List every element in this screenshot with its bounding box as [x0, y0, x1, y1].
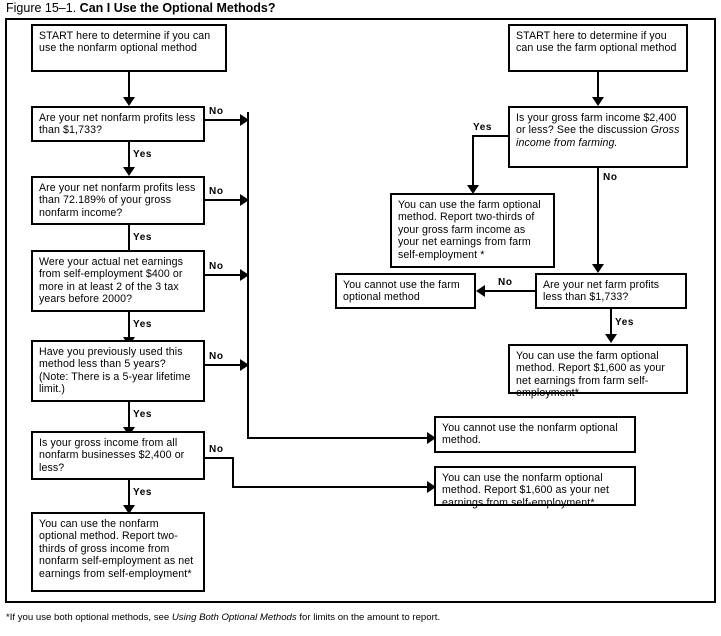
- connector-nonfarm-q5-no-h1: [205, 457, 234, 459]
- arrow-right-icon: [240, 114, 249, 126]
- edge-label-yes: Yes: [133, 149, 153, 160]
- edge-label-yes: Yes: [133, 487, 153, 498]
- edge-label-yes: Yes: [133, 319, 153, 330]
- footnote-post: for limits on the amount to report.: [296, 612, 441, 623]
- edge-label-no: No: [498, 277, 513, 288]
- arrow-right-icon: [427, 432, 436, 444]
- footnote-pre: *If you use both optional methods, see: [6, 612, 172, 623]
- nonfarm-q5-box: Is your gross income from all nonfarm bu…: [31, 431, 205, 480]
- connector-farm-q2-no: [483, 290, 537, 292]
- farm-q1-reference: Gross income from farming.: [516, 124, 680, 149]
- connector-nonfarm-q3-no: [205, 274, 247, 276]
- nonfarm-result-two-thirds-box: You can use the nonfarm optional method.…: [31, 512, 205, 592]
- edge-label-yes: Yes: [473, 122, 493, 133]
- arrow-down-icon: [605, 334, 617, 343]
- arrow-down-icon: [592, 97, 604, 106]
- figure-number: Figure 15–1.: [6, 1, 77, 15]
- edge-label-yes: Yes: [133, 232, 153, 243]
- figure-footnote: *If you use both optional methods, see U…: [6, 612, 706, 624]
- nonfarm-result-1600-box: You can use the nonfarm optional method.…: [434, 466, 636, 509]
- farm-q1-text: Is your gross farm income $2,400 or less…: [516, 112, 677, 137]
- nonfarm-result-cannot-box: You cannot use the nonfarm optional meth…: [434, 416, 636, 453]
- arrow-right-icon: [427, 481, 436, 493]
- arrow-down-icon: [123, 97, 135, 106]
- nonfarm-q3-box: Were your actual net earnings from self-…: [31, 250, 205, 312]
- arrow-right-icon: [240, 194, 249, 206]
- arrow-down-icon: [123, 505, 135, 514]
- arrow-down-icon: [467, 185, 479, 194]
- edge-label-no: No: [209, 261, 224, 272]
- arrow-right-icon: [240, 269, 249, 281]
- farm-result-cannot-box: You cannot use the farm optional method: [335, 273, 476, 309]
- edge-label-yes: Yes: [133, 409, 153, 420]
- figure-frame: [5, 18, 716, 603]
- farm-start-box: START here to determine if you can use t…: [508, 24, 688, 72]
- edge-label-yes: Yes: [615, 317, 635, 328]
- edge-label-no: No: [209, 106, 224, 117]
- connector-farm-q1-yes-v: [472, 135, 474, 187]
- farm-result-1600-box: You can use the farm optional method. Re…: [508, 344, 688, 399]
- arrow-down-icon: [123, 167, 135, 176]
- arrow-right-icon: [240, 359, 249, 371]
- connector-nonfarm-q3-yes: [128, 312, 130, 340]
- connector-nonfarm-q2-no: [205, 199, 247, 201]
- connector-farm-q1-no: [597, 168, 599, 266]
- connector-nonfarm-q1-no: [205, 119, 247, 121]
- connector-nonfarm-start-q1: [128, 72, 130, 99]
- connector-nonfarm-q5-yes: [128, 480, 130, 508]
- farm-q1-box: Is your gross farm income $2,400 or less…: [508, 106, 688, 168]
- arrow-left-icon: [476, 285, 485, 297]
- connector-no-bus-to-cannot: [247, 437, 434, 439]
- farm-q2-box: Are your net farm profits less than $1,7…: [535, 273, 687, 309]
- figure-title-text: Can I Use the Optional Methods?: [79, 1, 276, 15]
- connector-no-bus-vertical: [247, 112, 249, 439]
- edge-label-no: No: [209, 186, 224, 197]
- nonfarm-q2-box: Are your net nonfarm profits less than 7…: [31, 176, 205, 225]
- nonfarm-q4-box: Have you previously used this method les…: [31, 340, 205, 402]
- figure-title: Figure 15–1. Can I Use the Optional Meth…: [6, 0, 706, 16]
- farm-result-two-thirds-box: You can use the farm optional method. Re…: [390, 193, 555, 268]
- nonfarm-q1-box: Are your net nonfarm profits less than $…: [31, 106, 205, 142]
- connector-nonfarm-q5-no-v: [232, 457, 234, 488]
- connector-farm-start-q1: [597, 72, 599, 99]
- footnote-reference: Using Both Optional Methods: [171, 612, 297, 623]
- nonfarm-start-box: START here to determine if you can use t…: [31, 24, 227, 72]
- edge-label-no: No: [603, 172, 618, 183]
- connector-nonfarm-q1-yes: [128, 142, 130, 170]
- connector-nonfarm-q4-yes: [128, 402, 130, 430]
- connector-farm-q1-yes-h: [472, 135, 510, 137]
- edge-label-no: No: [209, 444, 224, 455]
- edge-label-no: No: [209, 351, 224, 362]
- connector-farm-q2-yes: [610, 309, 612, 337]
- connector-nonfarm-q4-no: [205, 364, 247, 366]
- arrow-down-icon: [592, 264, 604, 273]
- connector-nonfarm-q2-yes: [128, 225, 130, 253]
- connector-nonfarm-q5-no-h2: [232, 486, 434, 488]
